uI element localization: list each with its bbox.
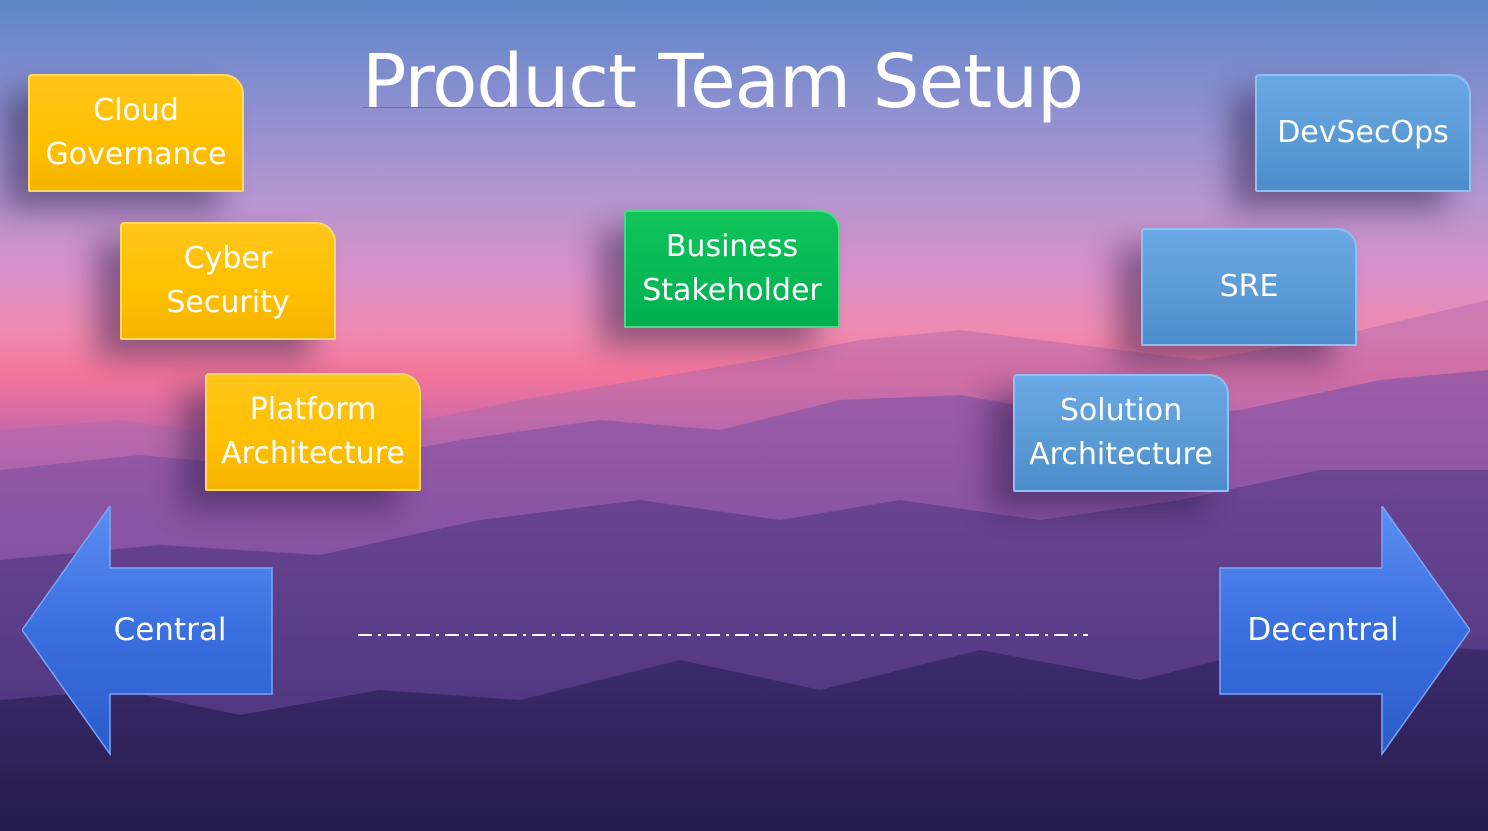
slide-title: Product Team Setup: [362, 34, 1084, 130]
solution-architecture-label: Solution Architecture: [1029, 393, 1213, 472]
sre-label: SRE: [1219, 269, 1279, 304]
cloud-governance-box: Cloud Governance: [28, 74, 244, 192]
cyber-security-box: Cyber Security: [120, 222, 336, 340]
slide-title-text: Product Team Setup: [362, 39, 1084, 125]
platform-architecture-label: Platform Architecture: [221, 392, 405, 471]
cloud-governance-label: Cloud Governance: [45, 93, 227, 172]
cyber-security-label: Cyber Security: [166, 241, 290, 320]
devsecops-label: DevSecOps: [1277, 115, 1449, 150]
dash-dot-connector: [358, 634, 1088, 636]
central-label: Central: [113, 612, 227, 648]
sre-box: SRE: [1141, 228, 1357, 346]
business-stakeholder-label: Business Stakeholder: [642, 229, 822, 308]
devsecops-box: DevSecOps: [1255, 74, 1471, 192]
central-arrow-icon: [22, 506, 273, 756]
platform-architecture-box: Platform Architecture: [205, 373, 421, 491]
decentral-label: Decentral: [1247, 612, 1399, 648]
decentral-arrow-icon: [1219, 506, 1470, 756]
spellcheck-underline: [362, 107, 620, 108]
business-stakeholder-box: Business Stakeholder: [624, 210, 840, 328]
solution-architecture-box: Solution Architecture: [1013, 374, 1229, 492]
